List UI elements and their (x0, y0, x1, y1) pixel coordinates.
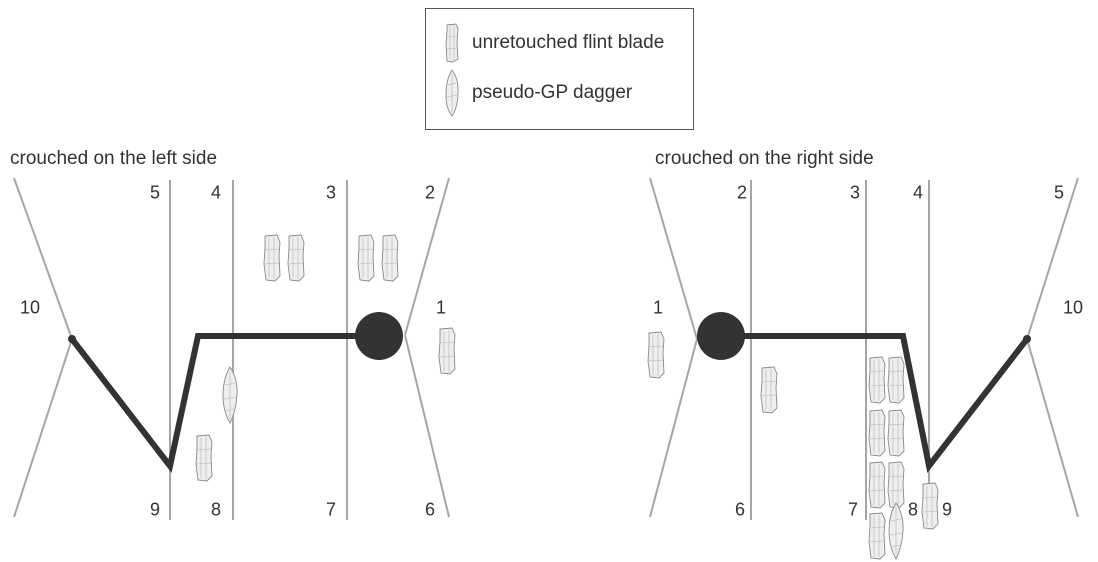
right-artifacts (647, 331, 939, 560)
left-blade-5 (438, 327, 456, 375)
left-frame-line-10-upper (13, 177, 73, 340)
right-blade-7 (868, 461, 886, 509)
right-label-10: 10 (1062, 297, 1084, 318)
legend-item-flint-blade: unretouched flint blade (444, 21, 664, 65)
right-body-line (721, 333, 1030, 474)
right-frame-line-9 (1026, 338, 1079, 518)
left-skeleton (68, 312, 403, 473)
dagger-icon (445, 69, 459, 117)
left-body-line (69, 333, 379, 473)
right-label-4: 4 (912, 182, 924, 203)
left-blade-2 (287, 234, 305, 282)
legend-label-dagger: pseudo-GP dagger (472, 82, 633, 103)
right-blade-2 (760, 366, 778, 414)
right-blade-9 (868, 512, 886, 560)
left-artifacts (195, 234, 456, 482)
right-frame (649, 177, 1079, 520)
right-head (697, 312, 745, 360)
right-blade-8 (887, 461, 905, 509)
right-foot-joint (1023, 335, 1031, 343)
right-label-5: 5 (1053, 182, 1065, 203)
left-label-10: 10 (19, 297, 41, 318)
right-frame-line-1-lower (649, 338, 698, 518)
left-label-7: 7 (325, 499, 337, 520)
left-frame-line-10-lower (13, 338, 73, 518)
right-label-9: 9 (941, 499, 953, 520)
left-panel-title: crouched on the left side (10, 148, 218, 169)
right-blade-10 (921, 482, 939, 530)
right-blade-5 (868, 409, 886, 457)
left-label-8: 8 (210, 499, 222, 520)
left-blade-4 (381, 234, 399, 282)
right-dagger (888, 502, 904, 560)
right-label-3: 3 (849, 182, 861, 203)
left-label-2: 2 (424, 182, 436, 203)
legend-item-dagger: pseudo-GP dagger (444, 69, 633, 117)
right-panel-title: crouched on the right side (655, 148, 874, 169)
right-blade-6 (887, 409, 905, 457)
left-label-3: 3 (325, 182, 337, 203)
right-blade-3 (868, 356, 886, 404)
left-blade-1 (263, 234, 281, 282)
left-head (355, 312, 403, 360)
right-label-8: 8 (907, 499, 919, 520)
left-blade-3 (357, 234, 375, 282)
flint-blade-icon (445, 23, 459, 63)
left-label-9: 9 (149, 499, 161, 520)
right-label-2: 2 (736, 182, 748, 203)
left-frame-line-2 (404, 177, 450, 336)
left-label-1: 1 (435, 297, 447, 318)
left-label-5: 5 (149, 182, 161, 203)
left-dagger (222, 366, 238, 424)
right-label-6: 6 (734, 499, 746, 520)
right-frame-line-1-upper (649, 177, 698, 340)
left-label-4: 4 (210, 182, 222, 203)
left-frame-line-6 (404, 334, 450, 518)
legend: unretouched flint blade pseudo-GP dagger (425, 8, 694, 130)
left-label-6: 6 (424, 499, 436, 520)
right-blade-4 (887, 356, 905, 404)
left-foot-joint (68, 335, 76, 343)
right-blade-1 (647, 331, 665, 379)
right-label-7: 7 (847, 499, 859, 520)
right-skeleton (697, 312, 1031, 474)
right-label-1: 1 (652, 297, 664, 318)
left-blade-6 (195, 434, 213, 482)
legend-label-flint-blade: unretouched flint blade (472, 32, 665, 53)
right-frame-line-5 (1026, 177, 1079, 340)
